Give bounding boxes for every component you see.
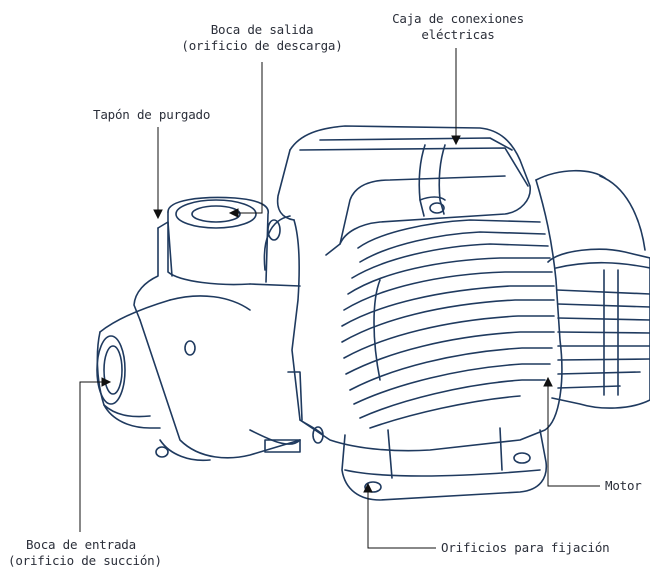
- pump-housing: [133, 227, 159, 321]
- label-purge-plug-line1: Tapón de purgado: [93, 107, 211, 122]
- pump-illustration: [96, 125, 650, 501]
- motor-body: [291, 179, 563, 452]
- arrow-fixing-holes: [363, 482, 373, 493]
- leader-inlet: [79, 381, 104, 532]
- label-purge-plug: Tapón de purgado: [93, 107, 210, 123]
- arrow-outlet: [228, 208, 239, 218]
- label-outlet-line2: (orificio de descarga): [181, 38, 343, 53]
- label-inlet-line2: (orificio de succión): [8, 553, 162, 568]
- label-outlet-line1: Boca de salida: [210, 22, 314, 37]
- leader-lines: [79, 48, 600, 549]
- label-outlet: Boca de salida (orificio de descarga): [178, 22, 346, 54]
- label-junction-box-line1: Caja de conexiones: [392, 11, 524, 26]
- arrow-junction-box: [451, 135, 461, 146]
- label-motor: Motor: [605, 478, 642, 494]
- arrow-purge-plug: [153, 209, 163, 220]
- label-junction-box: Caja de conexiones eléctricas: [383, 11, 533, 43]
- leader-outlet: [236, 62, 263, 214]
- junction-box: [289, 125, 531, 256]
- motor-rear-cover: [547, 248, 650, 409]
- label-inlet-line1: Boca de entrada: [26, 537, 136, 552]
- arrow-motor: [543, 376, 553, 387]
- label-fixing-holes-line1: Orificios para fijación: [441, 540, 610, 555]
- label-fixing-holes: Orificios para fijación: [441, 540, 610, 556]
- arrow-inlet: [101, 377, 112, 387]
- label-motor-line1: Motor: [605, 478, 642, 493]
- mounting-base: [341, 429, 548, 501]
- label-inlet: Boca de entrada (orificio de succión): [8, 537, 162, 569]
- leader-fixing-holes: [367, 490, 436, 549]
- leader-motor: [547, 384, 600, 487]
- label-junction-box-line2: eléctricas: [421, 27, 495, 42]
